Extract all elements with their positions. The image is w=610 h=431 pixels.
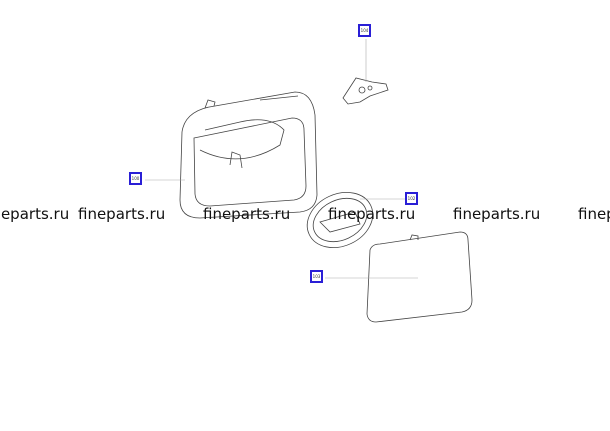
callout-103[interactable]: 103 xyxy=(310,270,323,283)
watermark: fineparts.ru xyxy=(0,205,70,223)
watermark: fineparts.ru xyxy=(203,205,291,223)
watermark: fineparts.ru xyxy=(78,205,166,223)
part-mirror-glass-103 xyxy=(366,231,473,323)
callout-102[interactable]: 102 xyxy=(405,192,418,205)
watermark: fineparts.ru xyxy=(453,205,541,223)
part-bracket-104 xyxy=(342,77,389,105)
part-housing-100 xyxy=(179,91,318,219)
callout-104[interactable]: 104 xyxy=(358,24,371,37)
leader-lines xyxy=(145,39,418,279)
part-actuator-102 xyxy=(306,192,374,248)
callout-100[interactable]: 100 xyxy=(129,172,142,185)
watermark: fineparts.ru xyxy=(328,205,416,223)
watermark: fineparts.ru xyxy=(578,205,610,223)
